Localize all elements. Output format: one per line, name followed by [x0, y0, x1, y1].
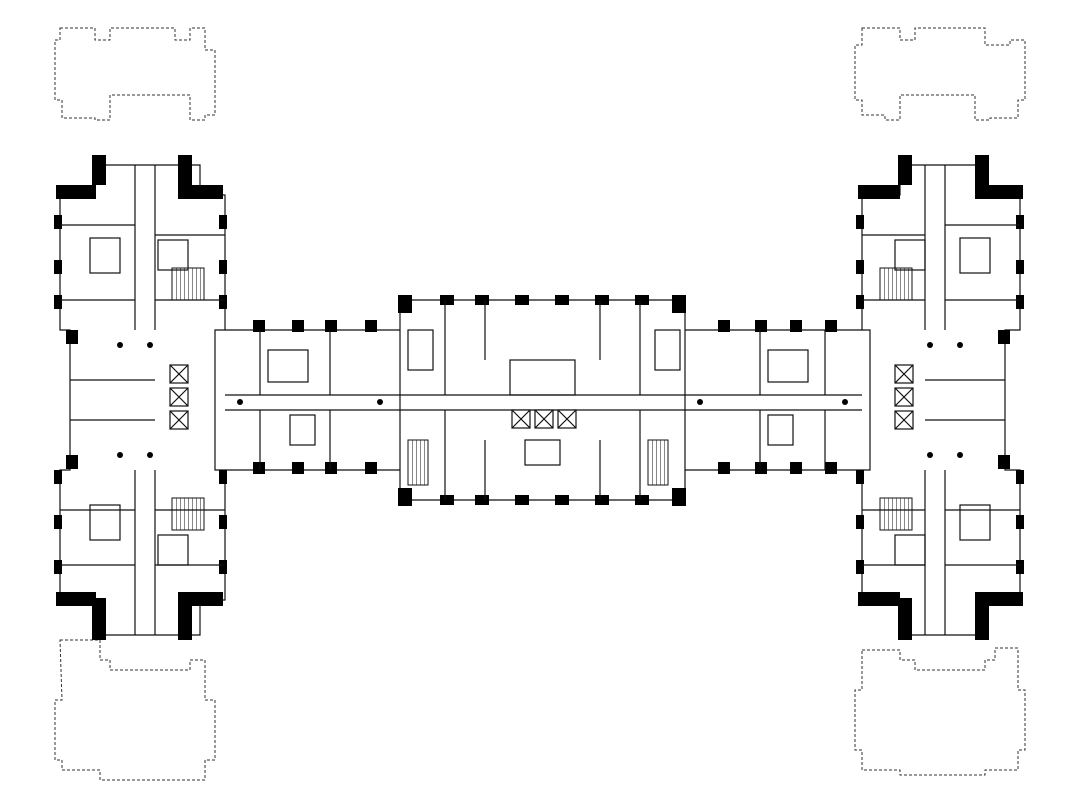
east-north-stair: [879, 267, 913, 301]
west-connector: [225, 320, 400, 474]
east-south-stair: [879, 497, 913, 531]
west-south-stair: [171, 497, 205, 531]
west-upper-floor-outline: [54, 27, 216, 781]
east-connector: [685, 320, 862, 474]
center-block: [398, 295, 686, 506]
west-wing: [54, 155, 227, 640]
east-upper-floor-outline: [854, 27, 1026, 776]
center-west-stair: [407, 439, 429, 486]
east-wing: [856, 155, 1024, 640]
structural-columns: [117, 342, 963, 458]
west-north-stair: [171, 267, 205, 301]
center-east-stair: [647, 439, 669, 486]
